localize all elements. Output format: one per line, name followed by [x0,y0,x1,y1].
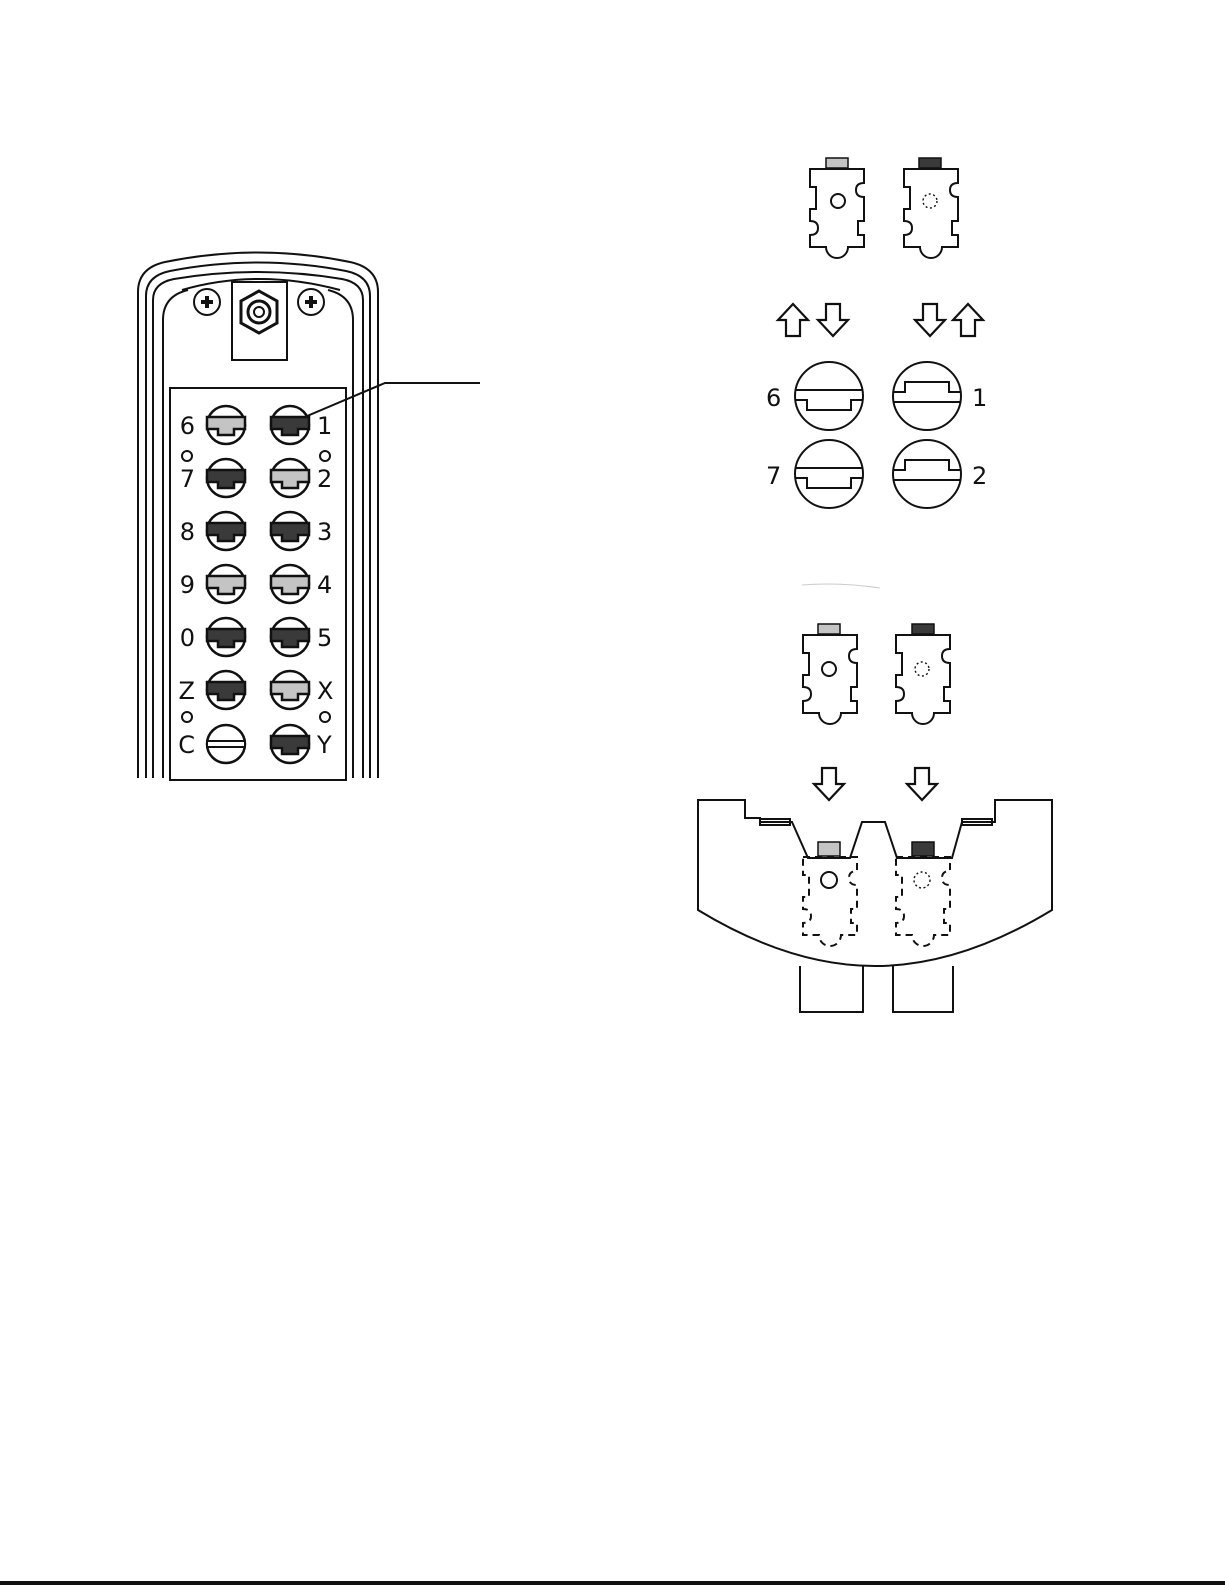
screw-icon [298,289,324,315]
tumbler-orientation-figure: 6 7 1 2 [766,158,987,508]
key-label: C [178,731,195,759]
dial-label: 6 [766,384,781,412]
key-label: 7 [180,465,195,493]
key-label: X [317,677,333,705]
right-key-column: 1 2 3 4 5XY [271,406,333,763]
key-label: 0 [180,624,195,652]
tumbler-piece-light [810,158,864,258]
arrow-down-icon [818,304,848,336]
key-label: Y [316,731,332,759]
key-label: 3 [317,518,332,546]
key-label: 9 [180,571,195,599]
dial-label: 1 [972,384,987,412]
key-dial-4 [271,565,309,603]
key-dial-5 [271,618,309,656]
key-label: 5 [317,624,332,652]
key-dial-7 [207,459,245,497]
key-label: 1 [317,412,332,440]
arrow-up-icon [778,304,808,336]
large-tumbler-dials [795,362,961,508]
key-label: 8 [180,518,195,546]
large-dial-6 [795,362,863,430]
tumbler-piece-dark [904,158,958,258]
key-dial-1 [271,406,309,444]
page-bottom-rule [0,1581,1225,1585]
large-dial-7 [795,440,863,508]
key-dial-3 [271,512,309,550]
arrow-down-icon [915,304,945,336]
key-dial-C [207,725,245,763]
dial-label: 2 [972,462,987,490]
tumbler-insertion-figure [698,584,1052,1012]
tumbler-piece-light [803,624,857,724]
arrow-up-icon [953,304,983,336]
key-label: 6 [180,412,195,440]
tumbler-piece-dark [896,624,950,724]
key-label: 2 [317,465,332,493]
key-dial-X [271,671,309,709]
key-dial-6 [207,406,245,444]
key-dial-Z [207,671,245,709]
keypad-housing [698,800,1052,1012]
key-dial-Y [271,725,309,763]
keypad-face: 6 7 8 9 0ZC 1 2 3 4 5XY [138,253,480,781]
key-label: Z [179,677,195,705]
screw-icon [194,289,220,315]
large-dial-2 [893,440,961,508]
hex-nut-icon [241,291,277,333]
large-dial-1 [893,362,961,430]
arrow-down-icon [814,768,844,800]
dial-label: 7 [766,462,781,490]
arrow-down-icon [907,768,937,800]
key-label: 4 [317,571,332,599]
key-dial-2 [271,459,309,497]
key-dial-8 [207,512,245,550]
key-dial-0 [207,618,245,656]
key-dial-9 [207,565,245,603]
left-key-column: 6 7 8 9 0ZC [178,406,245,763]
